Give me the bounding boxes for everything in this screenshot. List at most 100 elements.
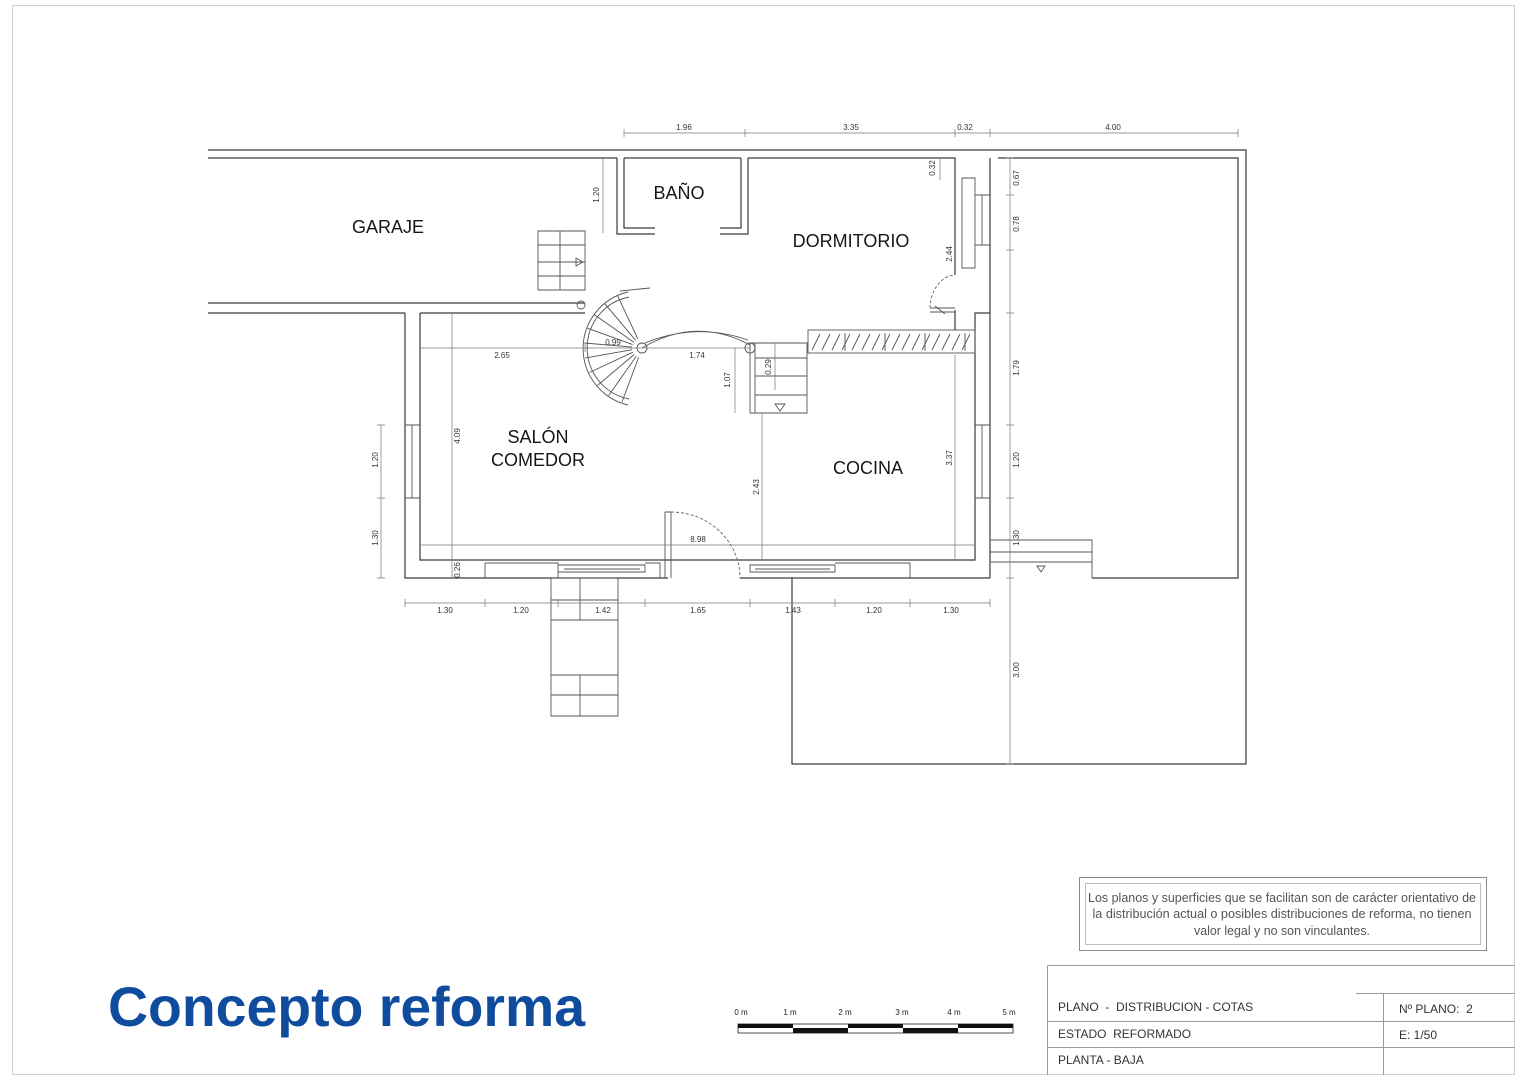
page-title: Concepto reforma (108, 975, 586, 1038)
dimension-label: 1.20 (513, 606, 529, 615)
doors (664, 274, 956, 579)
scale-bar-segment (848, 1024, 903, 1028)
disclaimer-line: valor legal y no son vinculantes. (1194, 924, 1370, 938)
title-block: PLANO - DISTRIBUCION - COTAS Nº PLANO: 2… (1047, 965, 1515, 1075)
room-label-bedroom: DORMITORIO (793, 231, 910, 251)
scale-label: 5 m (1002, 1008, 1016, 1017)
scale-bar: 0 m 1 m 2 m 3 m 4 m 5 m (734, 1008, 1016, 1034)
disclaimer-box: Los planos y superficies que se facilita… (1079, 877, 1487, 951)
dimension-label: 4.09 (453, 428, 462, 444)
garage-bottom-wall (208, 302, 585, 314)
kitchen-counter-hatch (811, 333, 971, 351)
floor-plan: GARAJE BAÑO DORMITORIO SALÓN COMEDOR COC… (208, 123, 1247, 765)
terrace-steps (990, 539, 1093, 578)
stairs (537, 230, 1093, 717)
room-label-living-line1: SALÓN (507, 426, 568, 447)
bedroom-door-swing (929, 274, 956, 309)
dimension-label: 1.30 (1012, 530, 1021, 546)
sheet-frame (12, 5, 1515, 1075)
terrace-steps-arrow (1036, 565, 1046, 573)
kitchen-stair-arrow (774, 403, 786, 412)
disclaimer-line: Los planos y superficies que se facilita… (1088, 891, 1476, 905)
dimension-label: 1.07 (723, 372, 732, 388)
kitchen-stair (749, 342, 808, 414)
dimension-label: 1.20 (592, 187, 601, 203)
scale-label: 3 m (895, 1008, 909, 1017)
room-label-bathroom: BAÑO (653, 182, 704, 203)
bedroom-door-leaf (930, 305, 955, 315)
dimension-label: 1.30 (371, 530, 380, 546)
dimension-label: 1.20 (866, 606, 882, 615)
dimension-label: 8.98 (690, 535, 706, 544)
disclaimer-line: la distribución actual o posibles distri… (1093, 907, 1472, 921)
dimension-label: 1.30 (437, 606, 453, 615)
scale-label: 4 m (947, 1008, 961, 1017)
dimension-label: 0.32 (957, 123, 973, 132)
room-label-living-line2: COMEDOR (491, 450, 585, 470)
garage-steps (537, 230, 586, 291)
bottom-dimension-line (404, 599, 991, 607)
disclaimer-outer-border (1079, 877, 1487, 951)
scale-bar-segment (793, 1028, 848, 1033)
entry-steps (550, 577, 619, 717)
top-dimension-line (623, 129, 1239, 137)
scale-bar-segment (958, 1024, 1013, 1028)
dimension-label: 0.99 (605, 338, 621, 347)
scale-label: 0 m (734, 1008, 748, 1017)
title-block-floor: PLANTA - BAJA (1058, 1053, 1144, 1067)
spiral-stair-treads (584, 287, 651, 403)
right-dimension-line (1006, 157, 1014, 765)
dimension-label: 0.32 (928, 160, 937, 176)
dimension-label: 4.00 (1105, 123, 1121, 132)
dimension-label: 1.74 (689, 351, 705, 360)
dimension-label: 0.78 (1012, 216, 1021, 232)
dimension-label: 1.42 (595, 606, 611, 615)
garage-post (576, 300, 586, 310)
dimension-label: 3.35 (843, 123, 859, 132)
dimension-label: 2.43 (752, 479, 761, 495)
living-room-left-window (405, 424, 420, 499)
dimension-label: 0.67 (1012, 170, 1021, 186)
dimension-label: 2.44 (945, 246, 954, 262)
dimension-lines (377, 129, 1239, 765)
dimension-label: 1.30 (943, 606, 959, 615)
title-block-plan-number: Nº PLANO: 2 (1399, 1002, 1473, 1016)
kitchen-counter (807, 329, 976, 354)
dimension-label: 3.00 (1012, 662, 1021, 678)
scale-bar-segment (903, 1028, 958, 1033)
interior-dimension-lines (420, 158, 975, 578)
dimension-label: 1.20 (1012, 452, 1021, 468)
title-block-scale: E: 1/50 (1399, 1028, 1437, 1042)
walls (208, 149, 1247, 765)
room-label-kitchen: COCINA (833, 458, 903, 478)
bedroom-window (961, 177, 990, 269)
dimension-label: 1.65 (690, 606, 706, 615)
scale-label: 2 m (838, 1008, 852, 1017)
bathroom-walls (616, 157, 749, 235)
dimension-label: 1.43 (785, 606, 801, 615)
garage-steps-arrow (575, 257, 584, 267)
living-room-walls (404, 312, 990, 579)
dimension-label: 0.26 (453, 562, 462, 578)
bedroom-walls (748, 157, 1239, 579)
room-labels: GARAJE BAÑO DORMITORIO SALÓN COMEDOR COC… (352, 182, 909, 478)
living-room-door-swing (670, 511, 741, 579)
title-block-state: ESTADO REFORMADO (1058, 1027, 1191, 1041)
outer-boundary-wall (208, 149, 1247, 765)
curved-handrail (641, 330, 751, 349)
dimension-label: 2.65 (494, 351, 510, 360)
kitchen-right-window (975, 424, 990, 499)
left-dimension-line (377, 424, 385, 579)
disclaimer-inner-border (1085, 883, 1481, 945)
title-block-grid (1047, 965, 1515, 1075)
spiral-stair-outer (582, 291, 629, 406)
dimension-label: 1.20 (371, 452, 380, 468)
dimension-label: 1.79 (1012, 360, 1021, 376)
scale-bar-segment (738, 1024, 793, 1028)
dimension-label: 0.29 (764, 359, 773, 375)
room-label-garage: GARAJE (352, 217, 424, 237)
dimension-labels: 1.96 3.35 0.32 4.00 2.65 0.99 1.74 8.98 … (371, 123, 1121, 678)
dimension-label: 1.96 (676, 123, 692, 132)
bottom-windows (484, 562, 911, 578)
